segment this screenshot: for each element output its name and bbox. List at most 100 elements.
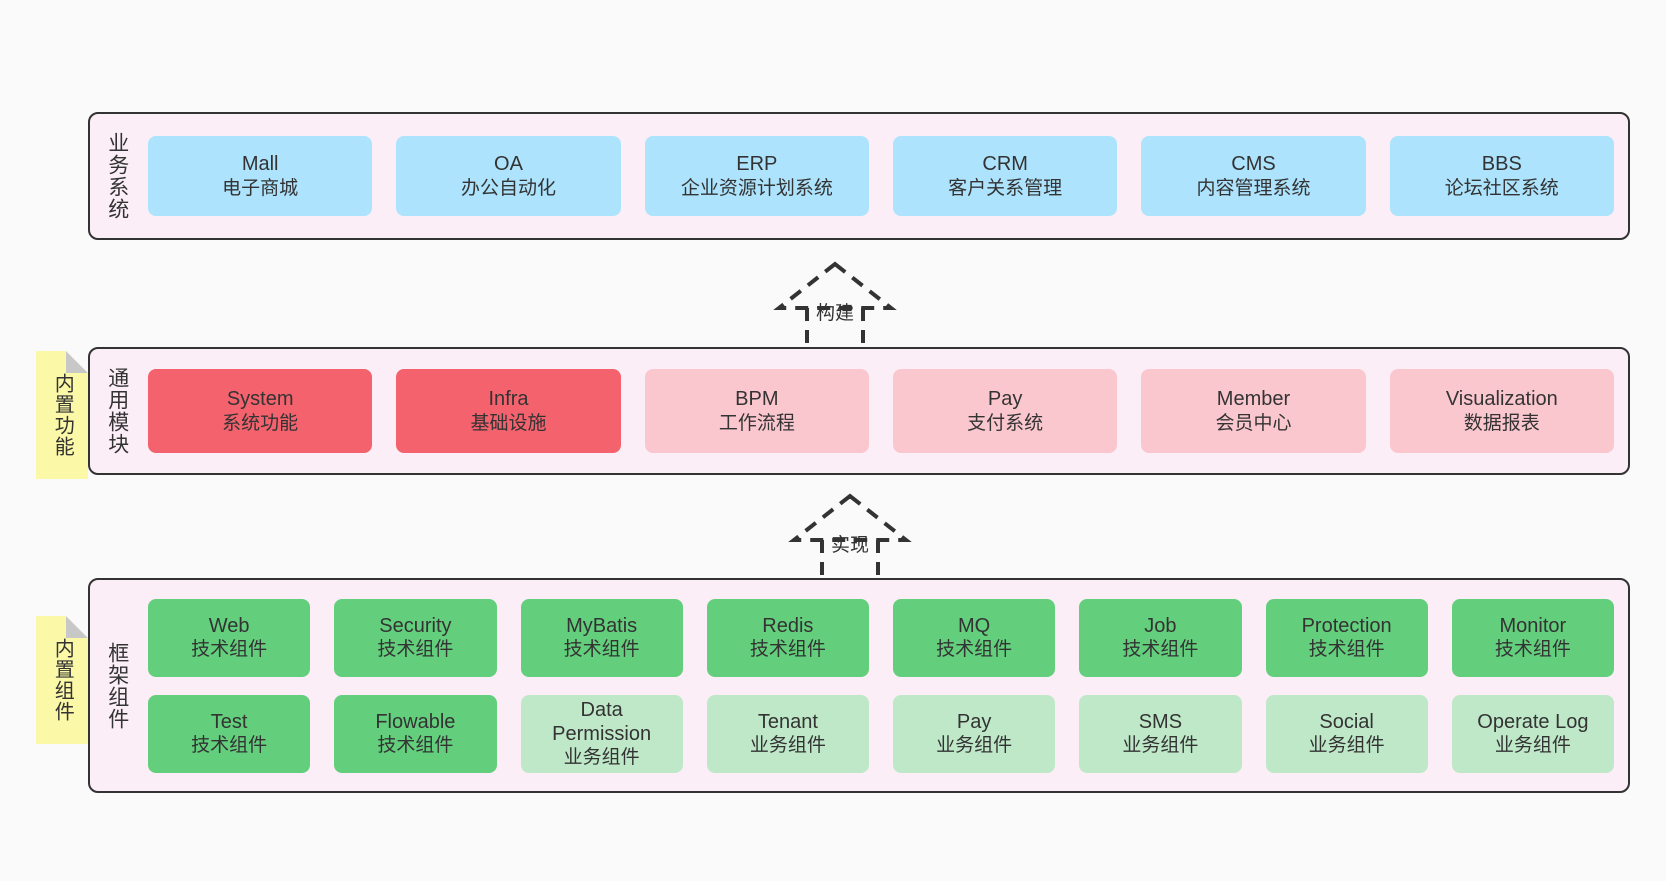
- node-label-en: Social: [1319, 710, 1374, 733]
- node-label-cn: 企业资源计划系统: [680, 177, 833, 199]
- layer-title-common-module: 通用模块: [105, 367, 129, 455]
- node-member[interactable]: Member 会员中心: [1141, 369, 1366, 453]
- node-label-cn: 技术组件: [377, 639, 454, 661]
- node-label-cn: 会员中心: [1215, 412, 1292, 434]
- node-monitor[interactable]: Monitor 技术组件: [1451, 598, 1614, 677]
- node-label-cn: 系统功能: [222, 412, 299, 434]
- note-fold-corner-icon: [66, 616, 88, 638]
- arrow-build-glyph: [773, 261, 897, 354]
- note-builtin-component: 内置组件: [36, 616, 88, 744]
- node-label-en: Security: [379, 614, 452, 637]
- arrow-build: 构建: [755, 258, 915, 354]
- node-label-en: MyBatis: [566, 614, 638, 637]
- node-label-cn: 技术组件: [563, 639, 640, 661]
- node-label-cn: 技术组件: [1494, 639, 1571, 661]
- node-label-cn: 内容管理系统: [1196, 177, 1311, 199]
- node-label-cn: 技术组件: [936, 639, 1013, 661]
- node-label-cn: 业务组件: [749, 735, 826, 757]
- node-job[interactable]: Job 技术组件: [1079, 598, 1242, 677]
- node-protection[interactable]: Protection 技术组件: [1265, 598, 1428, 677]
- node-label-en: Tenant: [757, 710, 818, 733]
- node-label-cn: 业务组件: [1308, 735, 1385, 757]
- node-label-cn: 电子商城: [222, 177, 299, 199]
- note-fold-corner-icon: [66, 351, 88, 373]
- layer-common-module: 通用模块 System 系统功能 Infra 基础设施 BPM 工作流程 Pay…: [88, 347, 1630, 475]
- node-label-cn: 业务组件: [1122, 735, 1199, 757]
- node-oa[interactable]: OA 办公自动化: [396, 136, 621, 216]
- node-label-en: SMS: [1138, 710, 1183, 733]
- node-label-en: Web: [208, 614, 250, 637]
- node-redis[interactable]: Redis 技术组件: [706, 598, 869, 677]
- note-label: 内置组件: [51, 638, 74, 722]
- node-data-permission[interactable]: Data Permission 业务组件: [520, 694, 683, 773]
- node-operate-log[interactable]: Operate Log 业务组件: [1451, 694, 1614, 773]
- node-pay-module[interactable]: Pay 支付系统: [892, 369, 1118, 453]
- node-label-en: Data Permission: [552, 698, 652, 745]
- node-label-en: Test: [210, 710, 248, 733]
- note-builtin-function: 内置功能: [36, 351, 88, 479]
- node-label-cn: 业务组件: [936, 735, 1013, 757]
- node-infra[interactable]: Infra 基础设施: [396, 369, 621, 453]
- node-label-en: CMS: [1231, 153, 1276, 176]
- node-label-cn: 办公自动化: [460, 177, 556, 199]
- arrow-implement-label: 实现: [830, 535, 870, 556]
- node-test[interactable]: Test 技术组件: [148, 694, 311, 773]
- node-label-en: Pay: [956, 710, 992, 733]
- layer-title-business-system: 业务系统: [105, 132, 129, 220]
- node-label-en: Protection: [1301, 614, 1392, 637]
- arrow-build-label: 构建: [815, 303, 855, 324]
- node-system[interactable]: System 系统功能: [148, 369, 373, 453]
- node-label-cn: 技术组件: [749, 639, 826, 661]
- node-social[interactable]: Social 业务组件: [1265, 694, 1428, 773]
- node-label-cn: 基础设施: [470, 412, 547, 434]
- node-row: Mall 电子商城 OA 办公自动化 ERP 企业资源计划系统 CRM 客户关系…: [148, 136, 1614, 216]
- node-label-cn: 论坛社区系统: [1444, 177, 1559, 199]
- node-cms[interactable]: CMS 内容管理系统: [1141, 136, 1366, 216]
- node-label-en: MQ: [958, 614, 991, 637]
- node-row: Web 技术组件 Security 技术组件 MyBatis 技术组件 Redi…: [148, 598, 1614, 677]
- node-label-en: Monitor: [1499, 614, 1567, 637]
- node-label-cn: 技术组件: [1122, 639, 1199, 661]
- node-pay-component[interactable]: Pay 业务组件: [893, 694, 1056, 773]
- node-label-cn: 支付系统: [967, 412, 1044, 434]
- node-label-en: BPM: [735, 388, 779, 411]
- node-label-cn: 数据报表: [1463, 412, 1540, 434]
- node-security[interactable]: Security 技术组件: [334, 598, 497, 677]
- node-label-en: Pay: [987, 388, 1023, 411]
- node-label-cn: 工作流程: [718, 412, 795, 434]
- node-label-cn: 技术组件: [191, 639, 268, 661]
- layer-framework-component: 框架组件 Web 技术组件 Security 技术组件 MyBatis 技术组件…: [88, 578, 1630, 793]
- node-sms[interactable]: SMS 业务组件: [1079, 694, 1242, 773]
- layer-title-framework-component: 框架组件: [105, 641, 129, 730]
- node-web[interactable]: Web 技术组件: [148, 598, 311, 677]
- node-mybatis[interactable]: MyBatis 技术组件: [520, 598, 683, 677]
- layer-body-framework-component: Web 技术组件 Security 技术组件 MyBatis 技术组件 Redi…: [144, 580, 1628, 791]
- node-label-en: System: [226, 388, 294, 411]
- node-tenant[interactable]: Tenant 业务组件: [706, 694, 869, 773]
- node-mall[interactable]: Mall 电子商城: [148, 136, 373, 216]
- node-mq[interactable]: MQ 技术组件: [893, 598, 1056, 677]
- node-bpm[interactable]: BPM 工作流程: [644, 369, 869, 453]
- node-label-en: ERP: [736, 153, 778, 176]
- layer-business-system: 业务系统 Mall 电子商城 OA 办公自动化 ERP 企业资源计划系统 CRM…: [88, 112, 1630, 240]
- node-label-en: CRM: [982, 153, 1028, 176]
- node-label-cn: 技术组件: [191, 735, 268, 757]
- node-crm[interactable]: CRM 客户关系管理: [892, 136, 1118, 216]
- node-label-en: Redis: [762, 614, 814, 637]
- node-label-cn: 客户关系管理: [948, 177, 1063, 199]
- node-bbs[interactable]: BBS 论坛社区系统: [1389, 136, 1614, 216]
- node-row: System 系统功能 Infra 基础设施 BPM 工作流程 Pay 支付系统…: [148, 369, 1614, 453]
- node-label-en: Flowable: [375, 710, 456, 733]
- layer-body-business-system: Mall 电子商城 OA 办公自动化 ERP 企业资源计划系统 CRM 客户关系…: [144, 114, 1628, 238]
- node-visualization[interactable]: Visualization 数据报表: [1389, 369, 1614, 453]
- node-label-en: Member: [1216, 388, 1291, 411]
- node-erp[interactable]: ERP 企业资源计划系统: [644, 136, 869, 216]
- node-label-cn: 业务组件: [563, 747, 640, 769]
- node-label-en: Job: [1144, 614, 1177, 637]
- layer-body-common-module: System 系统功能 Infra 基础设施 BPM 工作流程 Pay 支付系统…: [144, 349, 1628, 473]
- note-label: 内置功能: [51, 373, 74, 457]
- node-flowable[interactable]: Flowable 技术组件: [334, 694, 497, 773]
- node-label-en: OA: [494, 153, 523, 176]
- node-label-cn: 技术组件: [377, 735, 454, 757]
